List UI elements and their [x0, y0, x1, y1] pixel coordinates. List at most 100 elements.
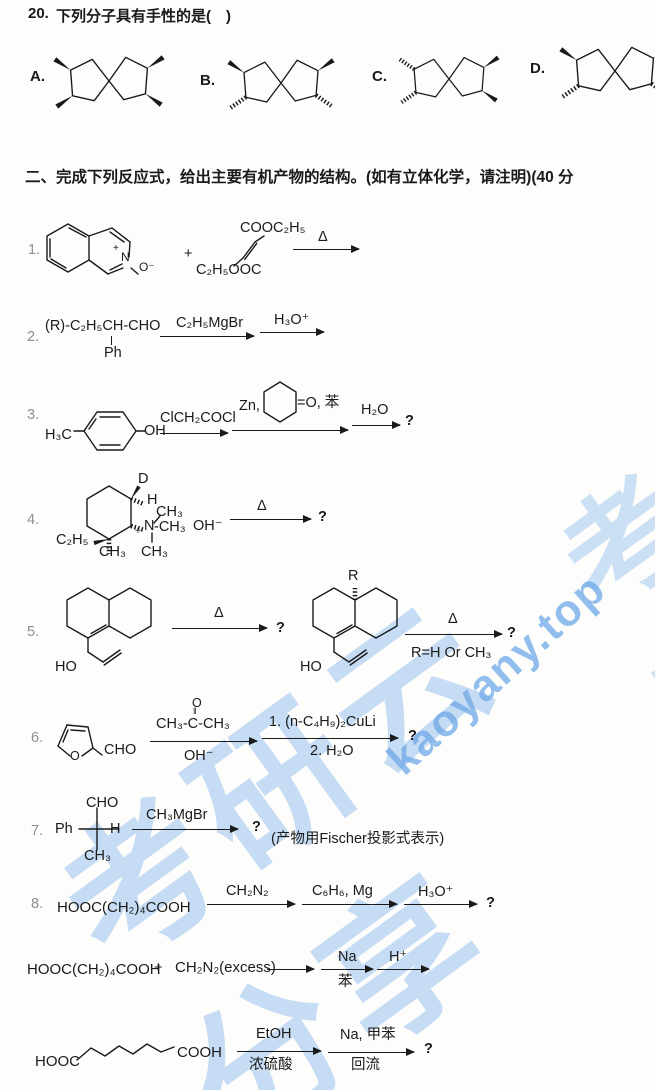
r6-acetone: CH₃-C-CH₃: [156, 716, 230, 732]
r6-double-bond-mark: ‖: [193, 706, 197, 716]
r4-n-atom: N: [144, 518, 155, 534]
r3-reagent-1: ClCH₂COCl: [160, 410, 236, 426]
r9-reactant: HOOC(CH₂)₄COOH: [27, 961, 161, 978]
option-b-label: B.: [200, 72, 215, 89]
r8-reagent-2: C₆H₆, Mg: [312, 883, 373, 899]
r8-reactant: HOOC(CH₂)₄COOH: [57, 899, 191, 916]
r4-arrow: [230, 515, 312, 524]
r10-etoh: EtOH: [256, 1026, 292, 1042]
r1-plus-charge: +: [113, 243, 119, 254]
r9-arrow-2: [321, 965, 374, 974]
r8-question-mark: ?: [486, 895, 495, 911]
r4-deuterium: D: [138, 471, 149, 487]
q20-question: 下列分子具有手性的是( ): [56, 8, 231, 25]
option-a-label: A.: [30, 68, 45, 85]
r6-keto-oxygen: O: [192, 696, 202, 710]
r9-h-plus: H⁺: [389, 949, 408, 965]
r1-ester-top: COOC₂H₅: [240, 220, 306, 236]
r6-step-1: 1. (n-C₄H₉)₂CuLi: [269, 714, 376, 730]
structure-isoquinoline-n-oxide: [46, 223, 139, 275]
r3-question-mark: ?: [405, 413, 414, 429]
r5-ho-left: HO: [55, 659, 77, 675]
r8-arrow-2: [302, 900, 398, 909]
r3-arrow-2: [232, 426, 349, 435]
section-title: 二、完成下列反应式，给出主要有机产物的结构。(如有立体化学，请注明)(40 分: [25, 169, 574, 186]
r7-ch3: CH₃: [84, 848, 111, 864]
r8-arrow-3: [404, 900, 478, 909]
structure-octahydronaphthalenol-right: [312, 587, 398, 666]
r7-cho: CHO: [86, 795, 119, 811]
q20-number: 20.: [28, 5, 49, 22]
r4-question-mark: ?: [318, 509, 327, 525]
r4-ch3-ring: CH₃: [99, 544, 126, 560]
r4-ch3-top: CH₃: [156, 504, 183, 520]
option-d-label: D.: [530, 60, 545, 77]
r1-n-atom: N: [121, 250, 130, 264]
r2-arrow-2: [260, 328, 325, 337]
r1-arrow: [293, 245, 360, 254]
r1-plus-sign: +: [184, 246, 193, 262]
r3-ketone: =O, 苯: [297, 395, 340, 411]
r10-arrow-1: [237, 1047, 322, 1056]
r10-arrow-2: [328, 1048, 415, 1057]
r1-number: 1.: [28, 242, 41, 258]
r1-oxide: O⁻: [139, 260, 155, 274]
structure-fischer-cross: [78, 807, 120, 851]
r8-reagent-1: CH₂N₂: [226, 883, 269, 899]
r10-acid: 浓硫酸: [249, 1057, 293, 1073]
r6-cho: CHO: [104, 742, 137, 758]
r6-ring-oxygen: O: [70, 749, 80, 763]
r2-arrow-1: [160, 332, 255, 341]
r10-question-mark: ?: [424, 1041, 433, 1057]
r5-condition: R=H Or CH₃: [411, 645, 492, 661]
r3-zn: Zn,: [239, 398, 260, 414]
watermark-chinese-2: 考研云分享: [538, 448, 655, 775]
r8-number: 8.: [31, 896, 44, 912]
r5-delta-2: Δ: [448, 611, 458, 627]
r7-question-mark: ?: [252, 819, 261, 835]
structure-spiro-option-b: [227, 58, 335, 110]
r4-hydrogen: H: [147, 492, 158, 508]
r5-arrow-2: [405, 630, 503, 639]
r3-arrow-3: [352, 421, 401, 430]
r7-note: (产物用Fischer投影式表示): [271, 831, 445, 847]
r9-arrow-3: [377, 965, 430, 974]
r1-ester-bottom: C₂H₅OOC: [196, 262, 262, 278]
watermark-site: kaoyany.top: [378, 563, 616, 785]
r5-question-mark-2: ?: [507, 625, 516, 641]
r5-delta-1: Δ: [214, 605, 224, 621]
r8-reagent-3: H₃O⁺: [418, 884, 454, 900]
r4-ch3-bottom: CH₃: [141, 544, 168, 560]
r2-number: 2.: [27, 329, 40, 345]
r2-reagent-2: H₃O⁺: [274, 312, 310, 328]
r4-delta: Δ: [257, 498, 267, 514]
r5-number: 5.: [27, 624, 40, 640]
structure-spiro-option-c: [398, 55, 500, 104]
r7-h: H: [110, 821, 121, 837]
option-c-label: C.: [372, 68, 387, 85]
r5-ho-right: HO: [300, 659, 322, 675]
r10-hooc: HOOC: [35, 1053, 80, 1070]
r6-arrow-1: [150, 737, 258, 746]
r9-na: Na: [338, 949, 357, 965]
r2-reagent-1: C₂H₅MgBr: [176, 315, 244, 331]
r10-reflux: 回流: [351, 1057, 380, 1073]
r10-cooh: COOH: [177, 1044, 222, 1061]
structure-octahydronaphthalenol-left: [66, 587, 152, 666]
r10-na-toluene: Na, 甲苯: [340, 1027, 396, 1043]
r3-number: 3.: [27, 407, 40, 423]
r4-plus-charge: +: [135, 526, 141, 537]
structure-spiro-option-d: [559, 46, 655, 99]
r9-benzene: 苯: [338, 974, 353, 990]
structure-fumarate-chain: [233, 235, 265, 267]
r1-delta: Δ: [318, 229, 328, 245]
r4-hydroxide: OH⁻: [193, 518, 223, 534]
structure-furfural: [57, 724, 103, 757]
r7-ph: Ph: [55, 821, 73, 837]
r8-arrow-1: [207, 900, 296, 909]
r5-question-mark-1: ?: [276, 620, 285, 636]
r9-arrow-1: [267, 965, 315, 974]
r4-ethyl: C₂H₅: [56, 532, 89, 548]
r4-ch3-right: -CH₃: [154, 519, 186, 535]
r7-arrow: [132, 825, 239, 834]
